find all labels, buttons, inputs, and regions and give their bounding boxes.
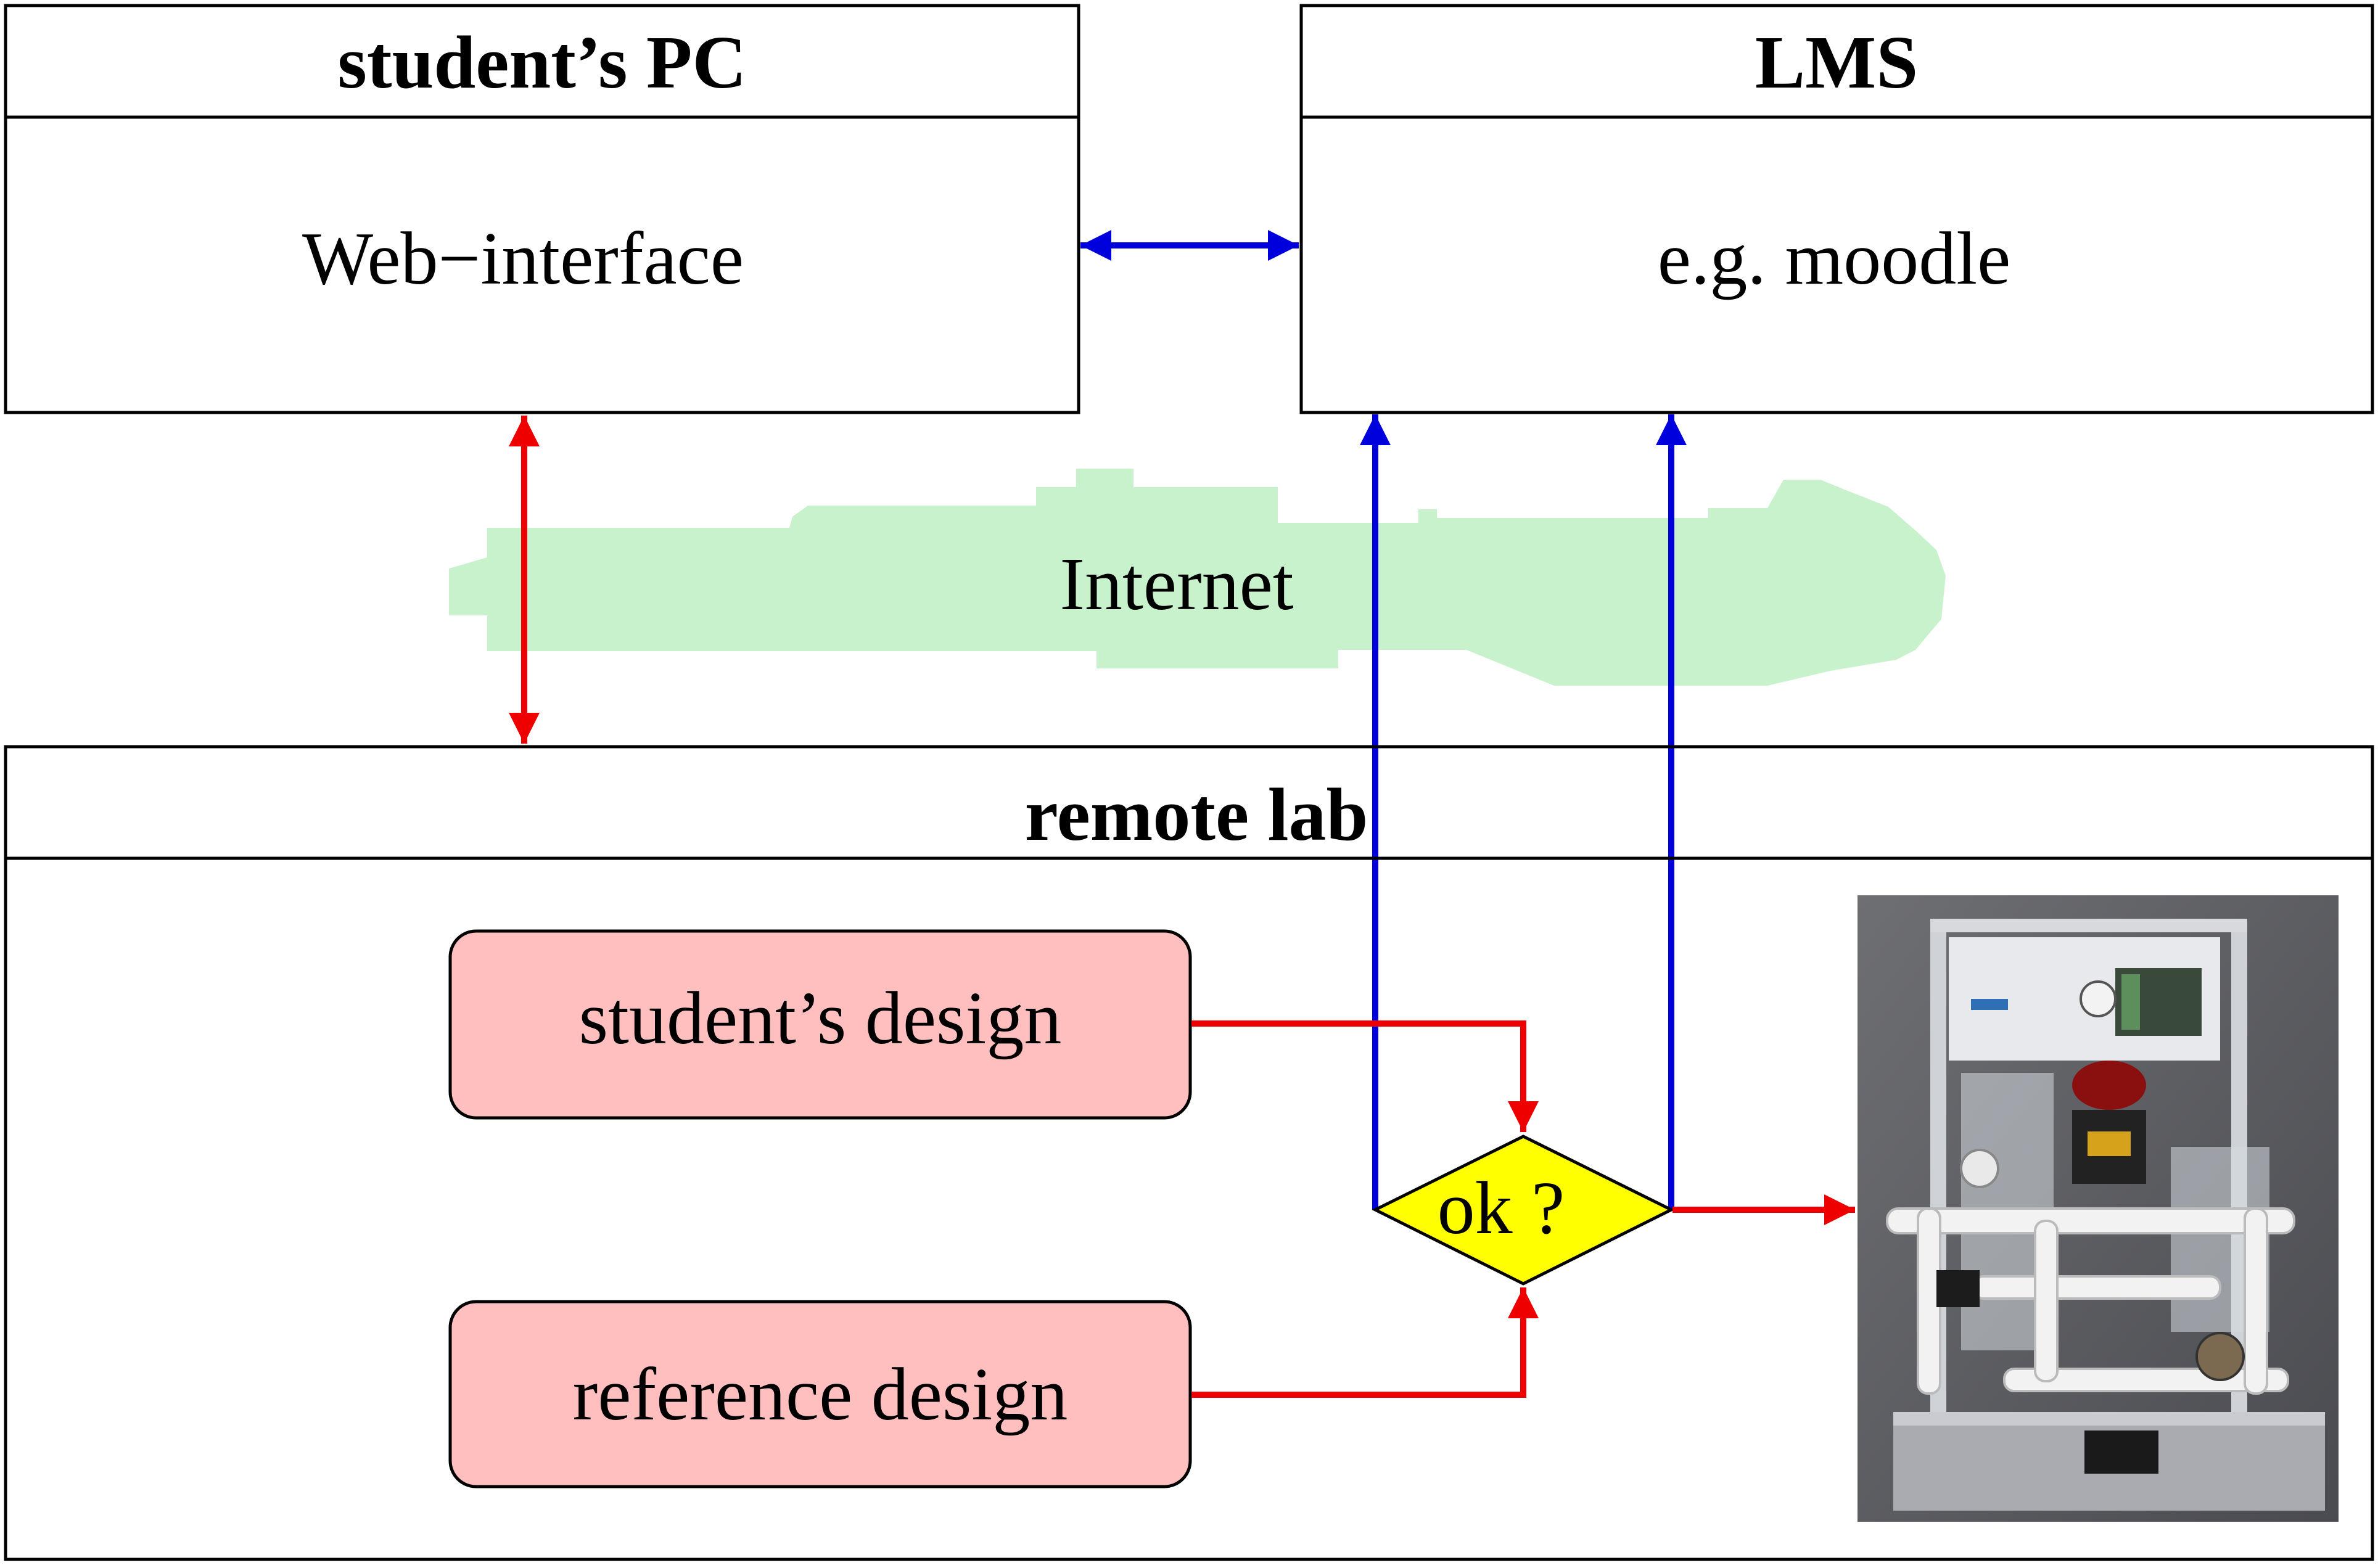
reference-design-box: reference design xyxy=(448,1300,1192,1488)
reference-design-to-decision-arrow xyxy=(1191,1287,1539,1398)
internet-cloud: Internet xyxy=(449,469,1946,686)
decision-label: ok ? xyxy=(1438,1167,1565,1250)
internet-cloud-shape xyxy=(449,469,1946,686)
internet-label: Internet xyxy=(1059,543,1293,626)
decision-diamond: ok ? xyxy=(1372,1135,1675,1286)
students-pc-title: student’s PC xyxy=(337,21,746,104)
process-plant-photo-icon xyxy=(1858,895,2339,1522)
lms-content: e.g. moodle xyxy=(1658,217,2011,300)
students-design-to-decision-arrow xyxy=(1191,1020,1539,1132)
students-pc-box: student’s PC Web−interface xyxy=(4,4,1080,414)
lms-box: LMS e.g. moodle xyxy=(1299,4,2374,414)
students-design-label: student’s design xyxy=(579,977,1062,1060)
students-pc-content: Web−interface xyxy=(302,217,744,300)
lms-title: LMS xyxy=(1755,21,1918,104)
remote-lab-title: remote lab xyxy=(1025,773,1368,856)
students-design-box: student’s design xyxy=(448,929,1192,1120)
remote-lab-box: remote lab xyxy=(4,745,2374,1561)
reference-design-label: reference design xyxy=(573,1353,1068,1436)
